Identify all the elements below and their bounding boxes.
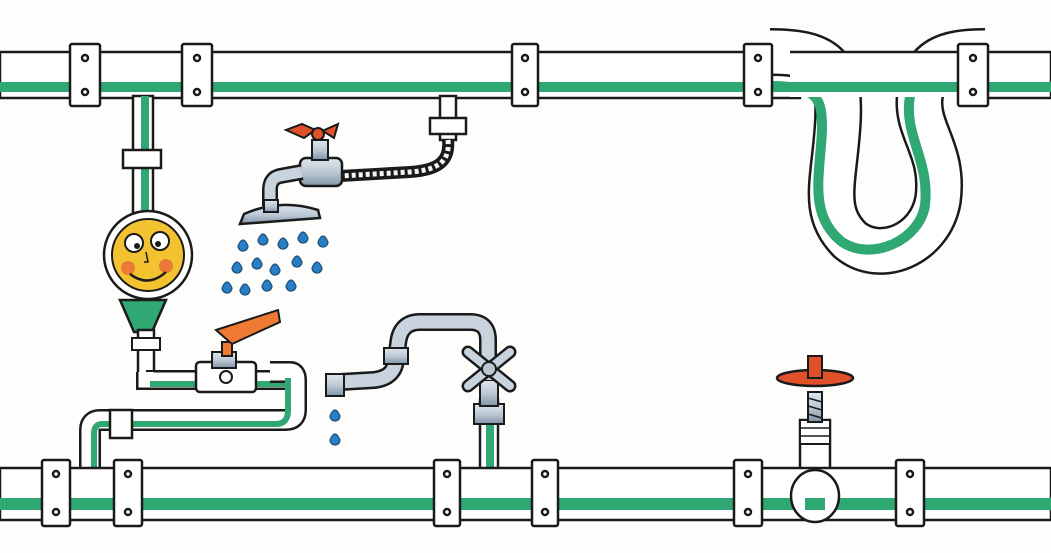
- water-drop: [261, 279, 273, 292]
- water-drop: [297, 231, 309, 244]
- flange: [894, 458, 926, 528]
- flange: [40, 458, 72, 528]
- water-drop: [311, 261, 323, 274]
- eye-right: [150, 231, 170, 251]
- shower-drops: [221, 231, 329, 296]
- flex-hose: [339, 139, 451, 179]
- branch-coupling: [121, 148, 163, 170]
- coupling: [108, 408, 134, 440]
- water-drop: [231, 261, 243, 274]
- u-bend-trap: [769, 28, 986, 275]
- zigzag-pipe: [79, 361, 307, 470]
- water-drop: [317, 235, 329, 248]
- flange: [530, 458, 560, 528]
- flange: [732, 458, 764, 528]
- water-meter: [102, 209, 194, 334]
- water-drop: [285, 279, 297, 292]
- water-drop: [221, 281, 233, 294]
- shower-tap: [262, 122, 344, 206]
- flange: [510, 42, 540, 108]
- water-drop: [239, 283, 251, 296]
- water-drop: [291, 255, 303, 268]
- flange: [432, 458, 462, 528]
- water-drop: [257, 233, 269, 246]
- water-drop: [269, 263, 281, 276]
- eye-left: [124, 233, 144, 253]
- water-drop: [329, 409, 341, 422]
- cheek-right: [159, 259, 173, 273]
- cross-handle: [461, 345, 517, 393]
- cheek-left: [121, 261, 135, 275]
- smile: [129, 271, 167, 282]
- gate-valve: [775, 355, 855, 472]
- valve-handle: [214, 308, 282, 346]
- flange: [180, 42, 214, 108]
- faucet-drops: [329, 409, 341, 446]
- meter-branch-pipe: [121, 94, 163, 226]
- flange: [68, 42, 102, 108]
- flange: [956, 42, 990, 108]
- water-drop: [237, 239, 249, 252]
- water-drop: [277, 237, 289, 250]
- top-flanges: [68, 42, 990, 108]
- bottom-pipe: [0, 466, 1051, 524]
- water-drop: [329, 433, 341, 446]
- shower-branch-pipe: [339, 94, 468, 182]
- flange: [742, 42, 774, 108]
- shower-head: [238, 199, 322, 226]
- ball-valve: [194, 308, 282, 394]
- flange: [112, 458, 144, 528]
- faucet: [325, 313, 505, 472]
- bottom-flanges: [40, 458, 926, 528]
- water-drop: [251, 257, 263, 270]
